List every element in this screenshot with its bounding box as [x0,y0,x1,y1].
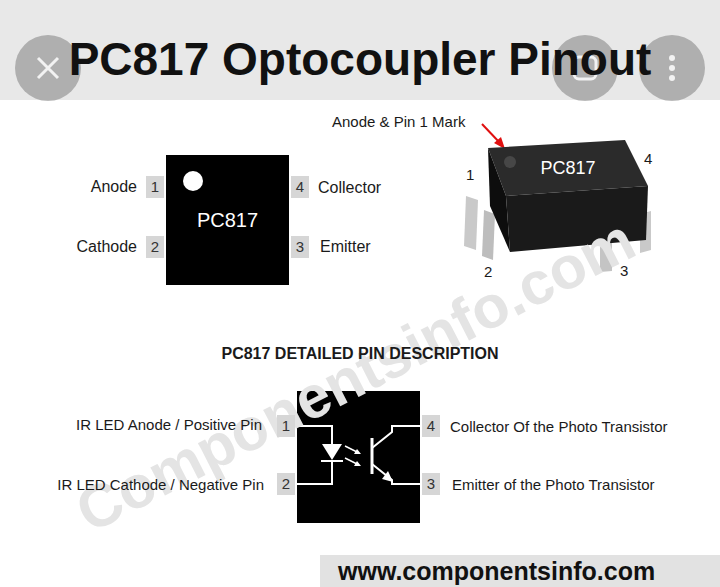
transistor-base [371,438,374,474]
pin-description: Emitter of the Photo Transistor [452,476,655,493]
section-heading: PC817 DETAILED PIN DESCRIPTION [221,345,498,363]
chip-leg [482,210,495,260]
pin-description: Collector Of the Photo Transistor [450,418,668,435]
part-number: PC817 [540,158,595,179]
pin-number: 3 [620,262,628,279]
menu-icon [669,75,675,81]
pin-number-box: 2 [277,473,295,495]
pin-number: 3 [427,474,435,494]
pin-number-box: 3 [291,236,309,258]
pin-number: 1 [151,177,159,197]
pin1-dot [183,171,203,191]
emitter-arrow [382,471,393,482]
chip-photo-label: PC817 [518,155,618,181]
pin-number: 1 [282,416,290,436]
close-icon [38,58,58,78]
pin-number: 1 [466,166,474,183]
pin-name: Emitter [320,238,371,256]
pin-number: 4 [427,416,435,436]
title-band [0,0,720,100]
pin-number-box: 1 [146,176,164,198]
transistor-leads [372,426,420,484]
pin-number-box: 1 [277,415,295,437]
pin-number-box: 2 [146,236,164,258]
pin-number: 2 [484,263,492,280]
pin-number-box: 4 [291,176,309,198]
pin-description: IR LED Cathode / Negative Pin [57,476,264,493]
chip-body: PC817 [166,155,289,285]
website-band: www.componentsinfo.com [320,555,720,587]
pointer-arrow [482,124,505,149]
pin-name: Cathode [77,238,138,256]
menu-icon [669,55,675,61]
light-arrow-head [354,449,361,454]
pin-name: Collector [318,179,381,197]
pin-number: 4 [296,177,304,197]
pin-number-box: 3 [422,473,440,495]
pin1-mark [504,156,516,168]
pin-description: IR LED Anode / Positive Pin [76,416,262,433]
menu-icon [669,65,675,71]
pin-number: 2 [151,237,159,257]
pin-name: Anode [91,178,137,196]
led-bar [321,460,343,462]
chip-top-face [488,140,648,196]
page-title: PC817 Optocoupler Pinout [0,32,720,86]
led-symbol [322,444,342,460]
pin-number: 3 [296,237,304,257]
pin-number-box: 4 [422,415,440,437]
light-arrow-head [354,461,361,466]
pin-number: 4 [644,150,652,167]
part-number: PC817 [197,209,258,232]
pin-number: 2 [282,474,290,494]
website-url: www.componentsinfo.com [338,557,655,586]
chip-leg [464,196,478,250]
arrow-line [482,124,500,143]
callout-text: Anode & Pin 1 Mark [332,113,465,130]
